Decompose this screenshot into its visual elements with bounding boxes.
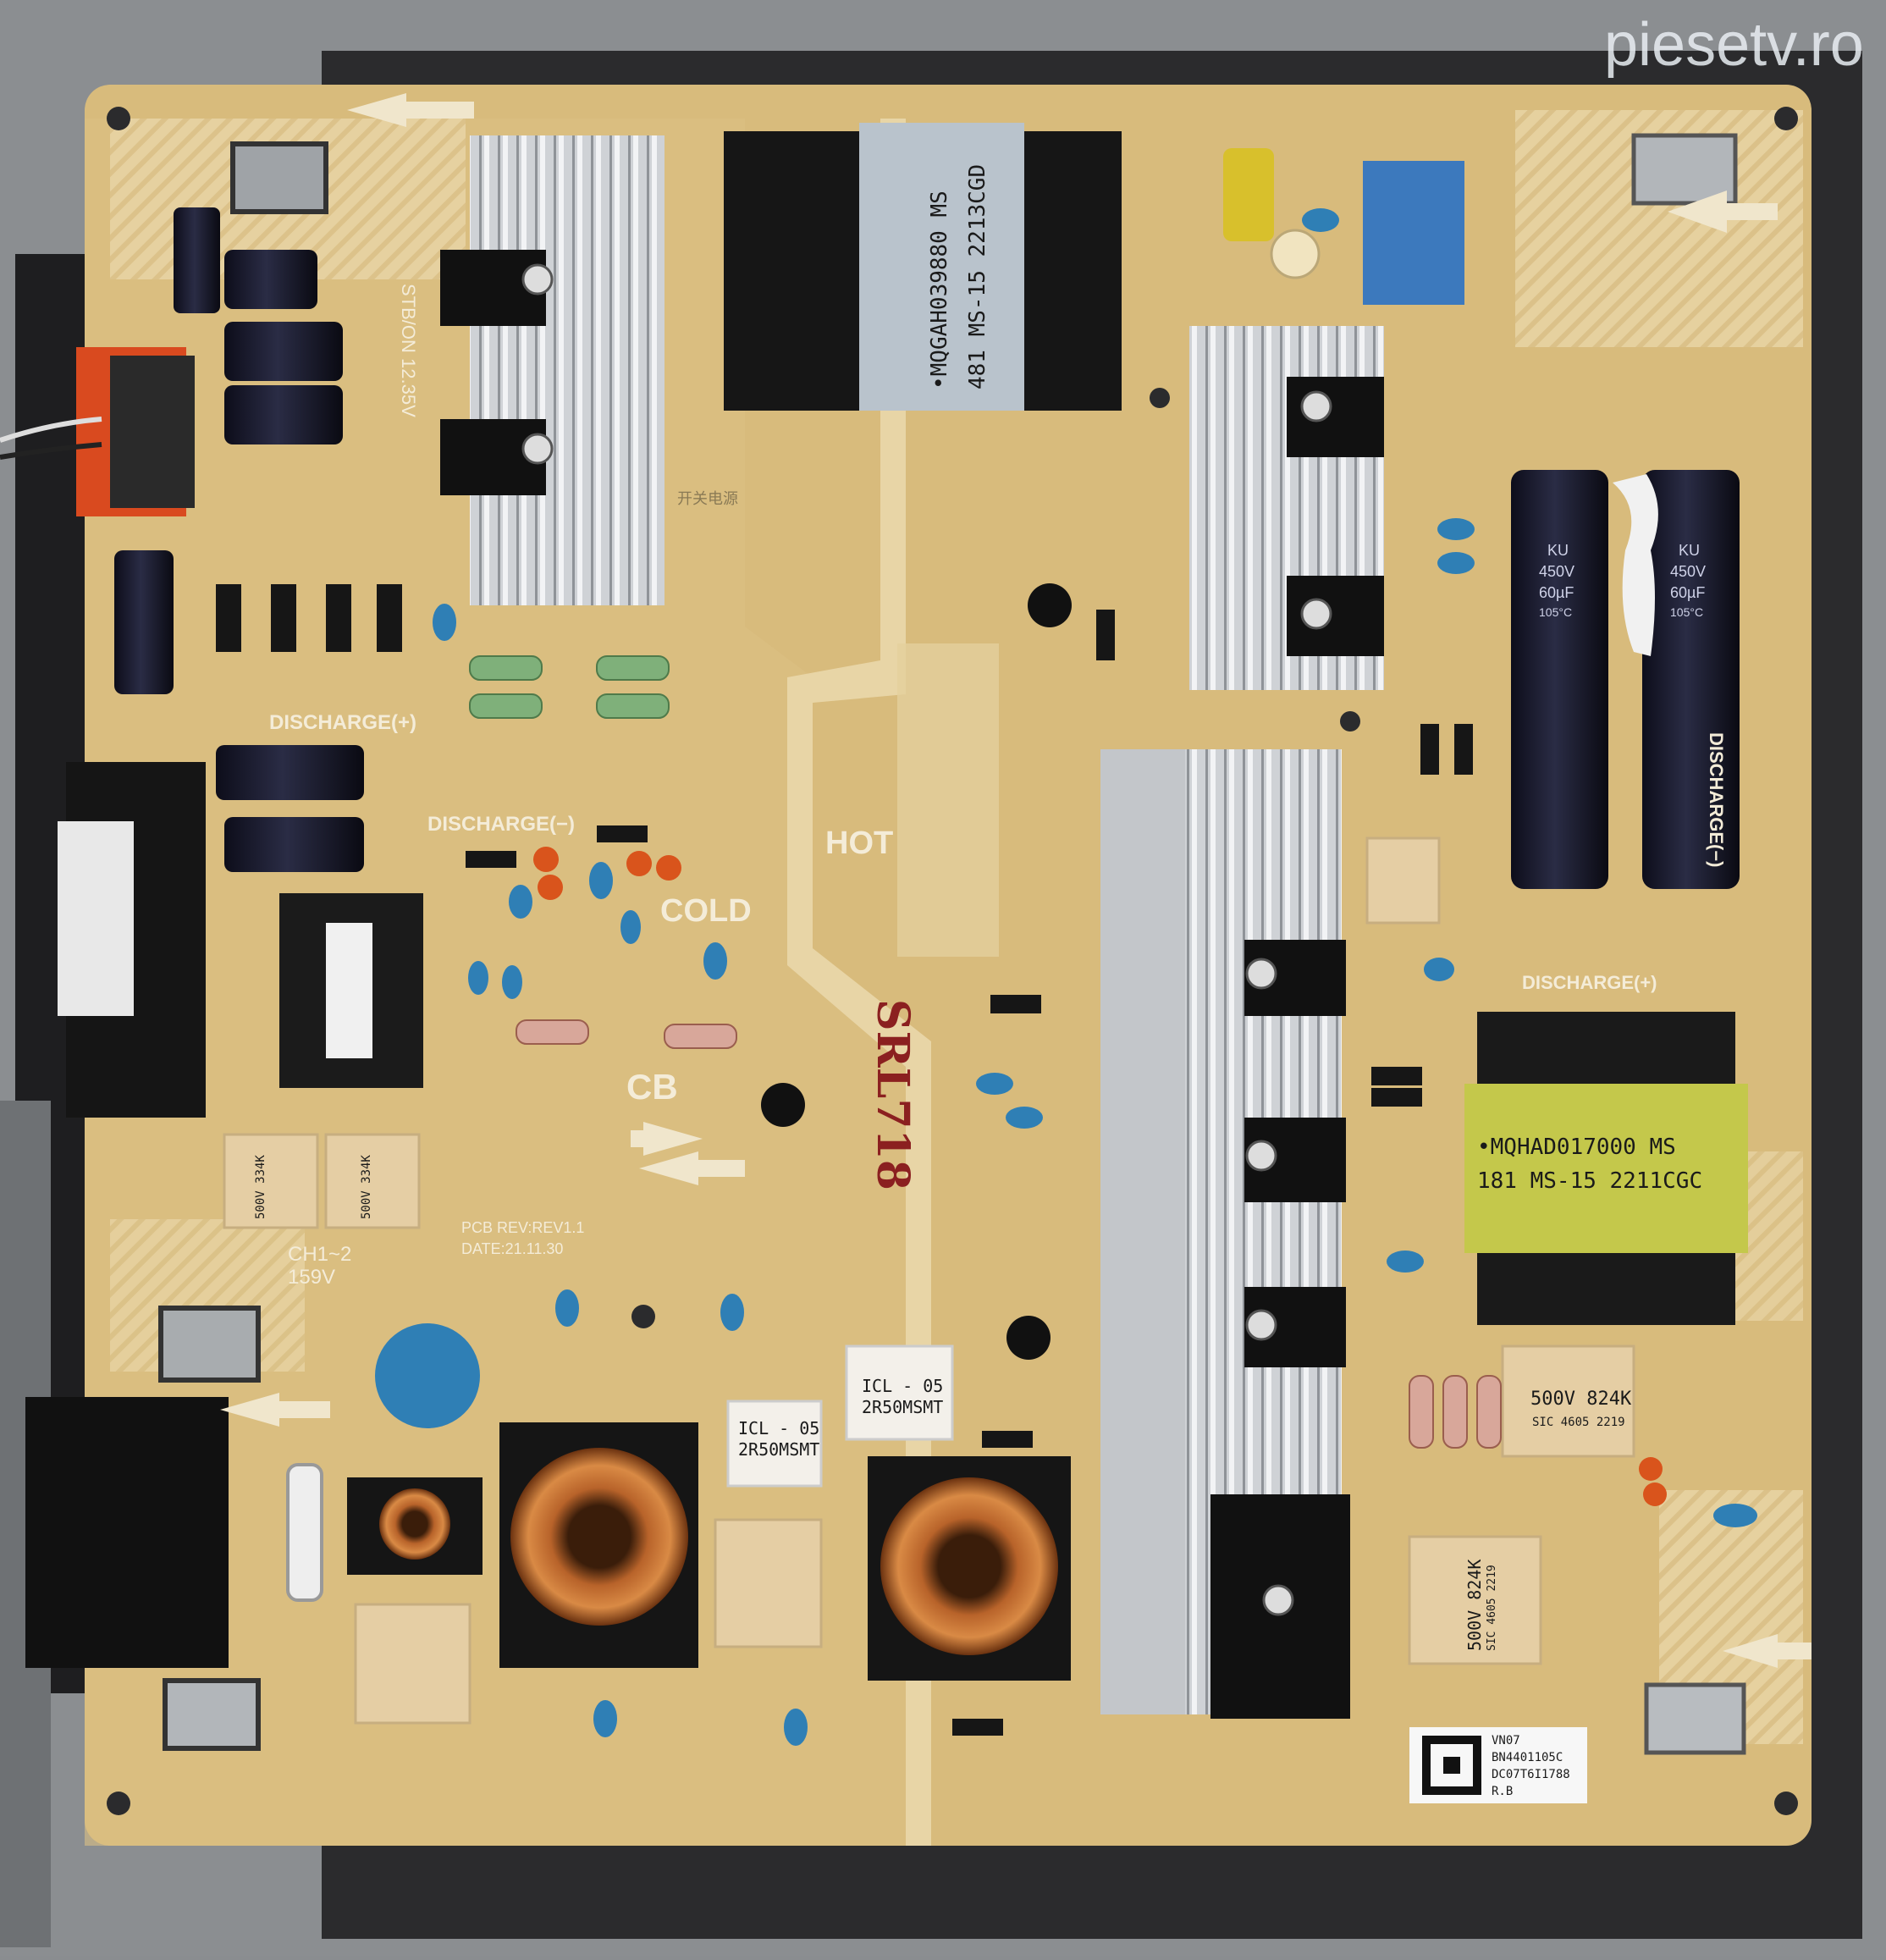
- bulk-cap-1-temp: 105°C: [1539, 605, 1573, 619]
- blue-x-cap: [1363, 161, 1464, 305]
- silk-159v: 159V: [288, 1266, 336, 1289]
- silk-stb-on: STB/ON 12.35V: [398, 284, 419, 417]
- right-transformer-label-1: •MQHAD017000 MS: [1477, 1135, 1676, 1160]
- silk-discharge-plus-left: DISCHARGE(+): [269, 711, 417, 734]
- ntc-1-label: ICL - 05: [738, 1418, 820, 1438]
- ntc-1-sub: 2R50MSMT: [738, 1439, 820, 1460]
- film-cap-4-sub: SIC 4605 2219: [1486, 1565, 1498, 1651]
- bulk-cap-2-temp: 105°C: [1670, 605, 1704, 619]
- handwritten-code: SRL718: [867, 999, 918, 1190]
- silk-discharge-minus-left: DISCHARGE(−): [427, 813, 576, 836]
- film-cap-2-label: 500V 334K: [360, 1155, 373, 1219]
- main-transformer-label-1: •MQGAH039880 MS: [927, 190, 952, 389]
- bulk-cap-2-series: KU: [1679, 542, 1701, 559]
- varistor: [375, 1323, 480, 1428]
- silk-kaiguan: 开关电源: [677, 490, 738, 507]
- silk-ch: CH1~2: [288, 1243, 352, 1266]
- silk-cb: CB: [626, 1067, 678, 1107]
- film-cap-1-label: 500V 334K: [254, 1155, 267, 1219]
- silk-discharge-plus-right: DISCHARGE(+): [1522, 972, 1657, 993]
- watermark: piesetv.ro: [1604, 11, 1864, 79]
- film-cap-4-label: 500V 824K: [1464, 1559, 1485, 1651]
- bulk-cap-1-series: KU: [1547, 542, 1569, 559]
- bulk-cap-2: [1642, 470, 1740, 889]
- bulk-cap-2-capacitance: 60µF: [1670, 584, 1706, 601]
- qr-line-3: DC07T6I1788: [1492, 1768, 1570, 1781]
- silk-discharge-minus-right: DISCHARGE(−): [1706, 732, 1727, 868]
- heatsink-left: [470, 135, 665, 605]
- bulk-cap-2-voltage: 450V: [1670, 563, 1707, 580]
- bulk-cap-1-capacitance: 60µF: [1539, 584, 1574, 601]
- silk-pcb-rev: PCB REV:REV1.1: [461, 1219, 585, 1236]
- bulk-cap-1-voltage: 450V: [1539, 563, 1575, 580]
- qr-line-1: VN07: [1492, 1734, 1520, 1747]
- right-transformer-label-2: 181 MS-15 2211CGC: [1477, 1168, 1703, 1194]
- bulk-cap-1: [1511, 470, 1608, 889]
- silk-hot: HOT: [825, 825, 894, 861]
- silk-date: DATE:21.11.30: [461, 1240, 564, 1257]
- ntc-2-sub: 2R50MSMT: [862, 1397, 944, 1417]
- main-transformer-label-2: 481 MS-15 2213CGD: [965, 163, 990, 389]
- film-cap-3-sub: SIC 4605 2219: [1532, 1416, 1625, 1429]
- ac-input-connector: [25, 1397, 229, 1668]
- qr-line-4: R.B: [1492, 1785, 1514, 1798]
- qr-line-2: BN4401105C: [1492, 1751, 1563, 1764]
- silk-cold: COLD: [660, 893, 752, 929]
- ntc-2-label: ICL - 05: [862, 1376, 944, 1396]
- film-cap-3-label: 500V 824K: [1530, 1389, 1632, 1410]
